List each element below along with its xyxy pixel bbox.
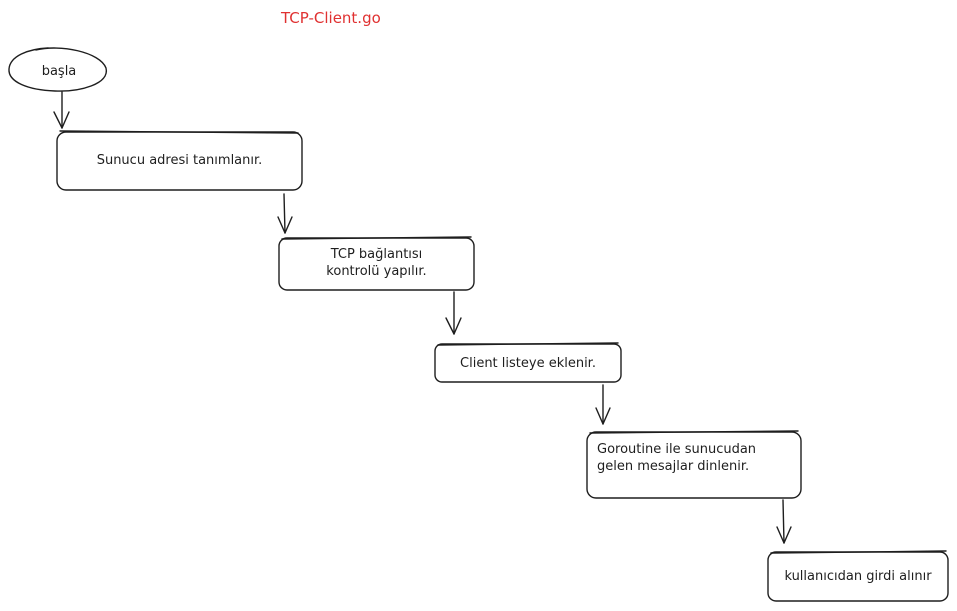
arrow-step4-to-step5 bbox=[776, 499, 792, 544]
arrow-step2-to-step3 bbox=[445, 291, 462, 335]
step5-sketch-line bbox=[770, 550, 947, 554]
step2-label: TCP bağlantısı kontrolü yapılır. bbox=[326, 247, 427, 279]
diagram-title: TCP-Client.go bbox=[281, 9, 381, 27]
step3-label: Client listeye eklenir. bbox=[460, 356, 596, 371]
step4-label: Goroutine ile sunucudan gelen mesajlar d… bbox=[597, 442, 757, 474]
step4-sketch-line bbox=[589, 430, 799, 434]
step1-sketch-line bbox=[59, 130, 299, 134]
step1-label: Sunucu adresi tanımlanır. bbox=[96, 153, 263, 168]
step3-sketch-line bbox=[437, 342, 619, 346]
start-label: başla bbox=[41, 64, 77, 79]
step5-label: kullanıcıdan girdi alınır bbox=[784, 569, 932, 584]
start-ellipse bbox=[8, 47, 107, 92]
arrow-start-to-step1 bbox=[53, 91, 70, 129]
step2-sketch-line bbox=[281, 236, 472, 240]
arrow-step1-to-step2 bbox=[277, 193, 293, 234]
arrow-step3-to-step4 bbox=[595, 384, 611, 425]
